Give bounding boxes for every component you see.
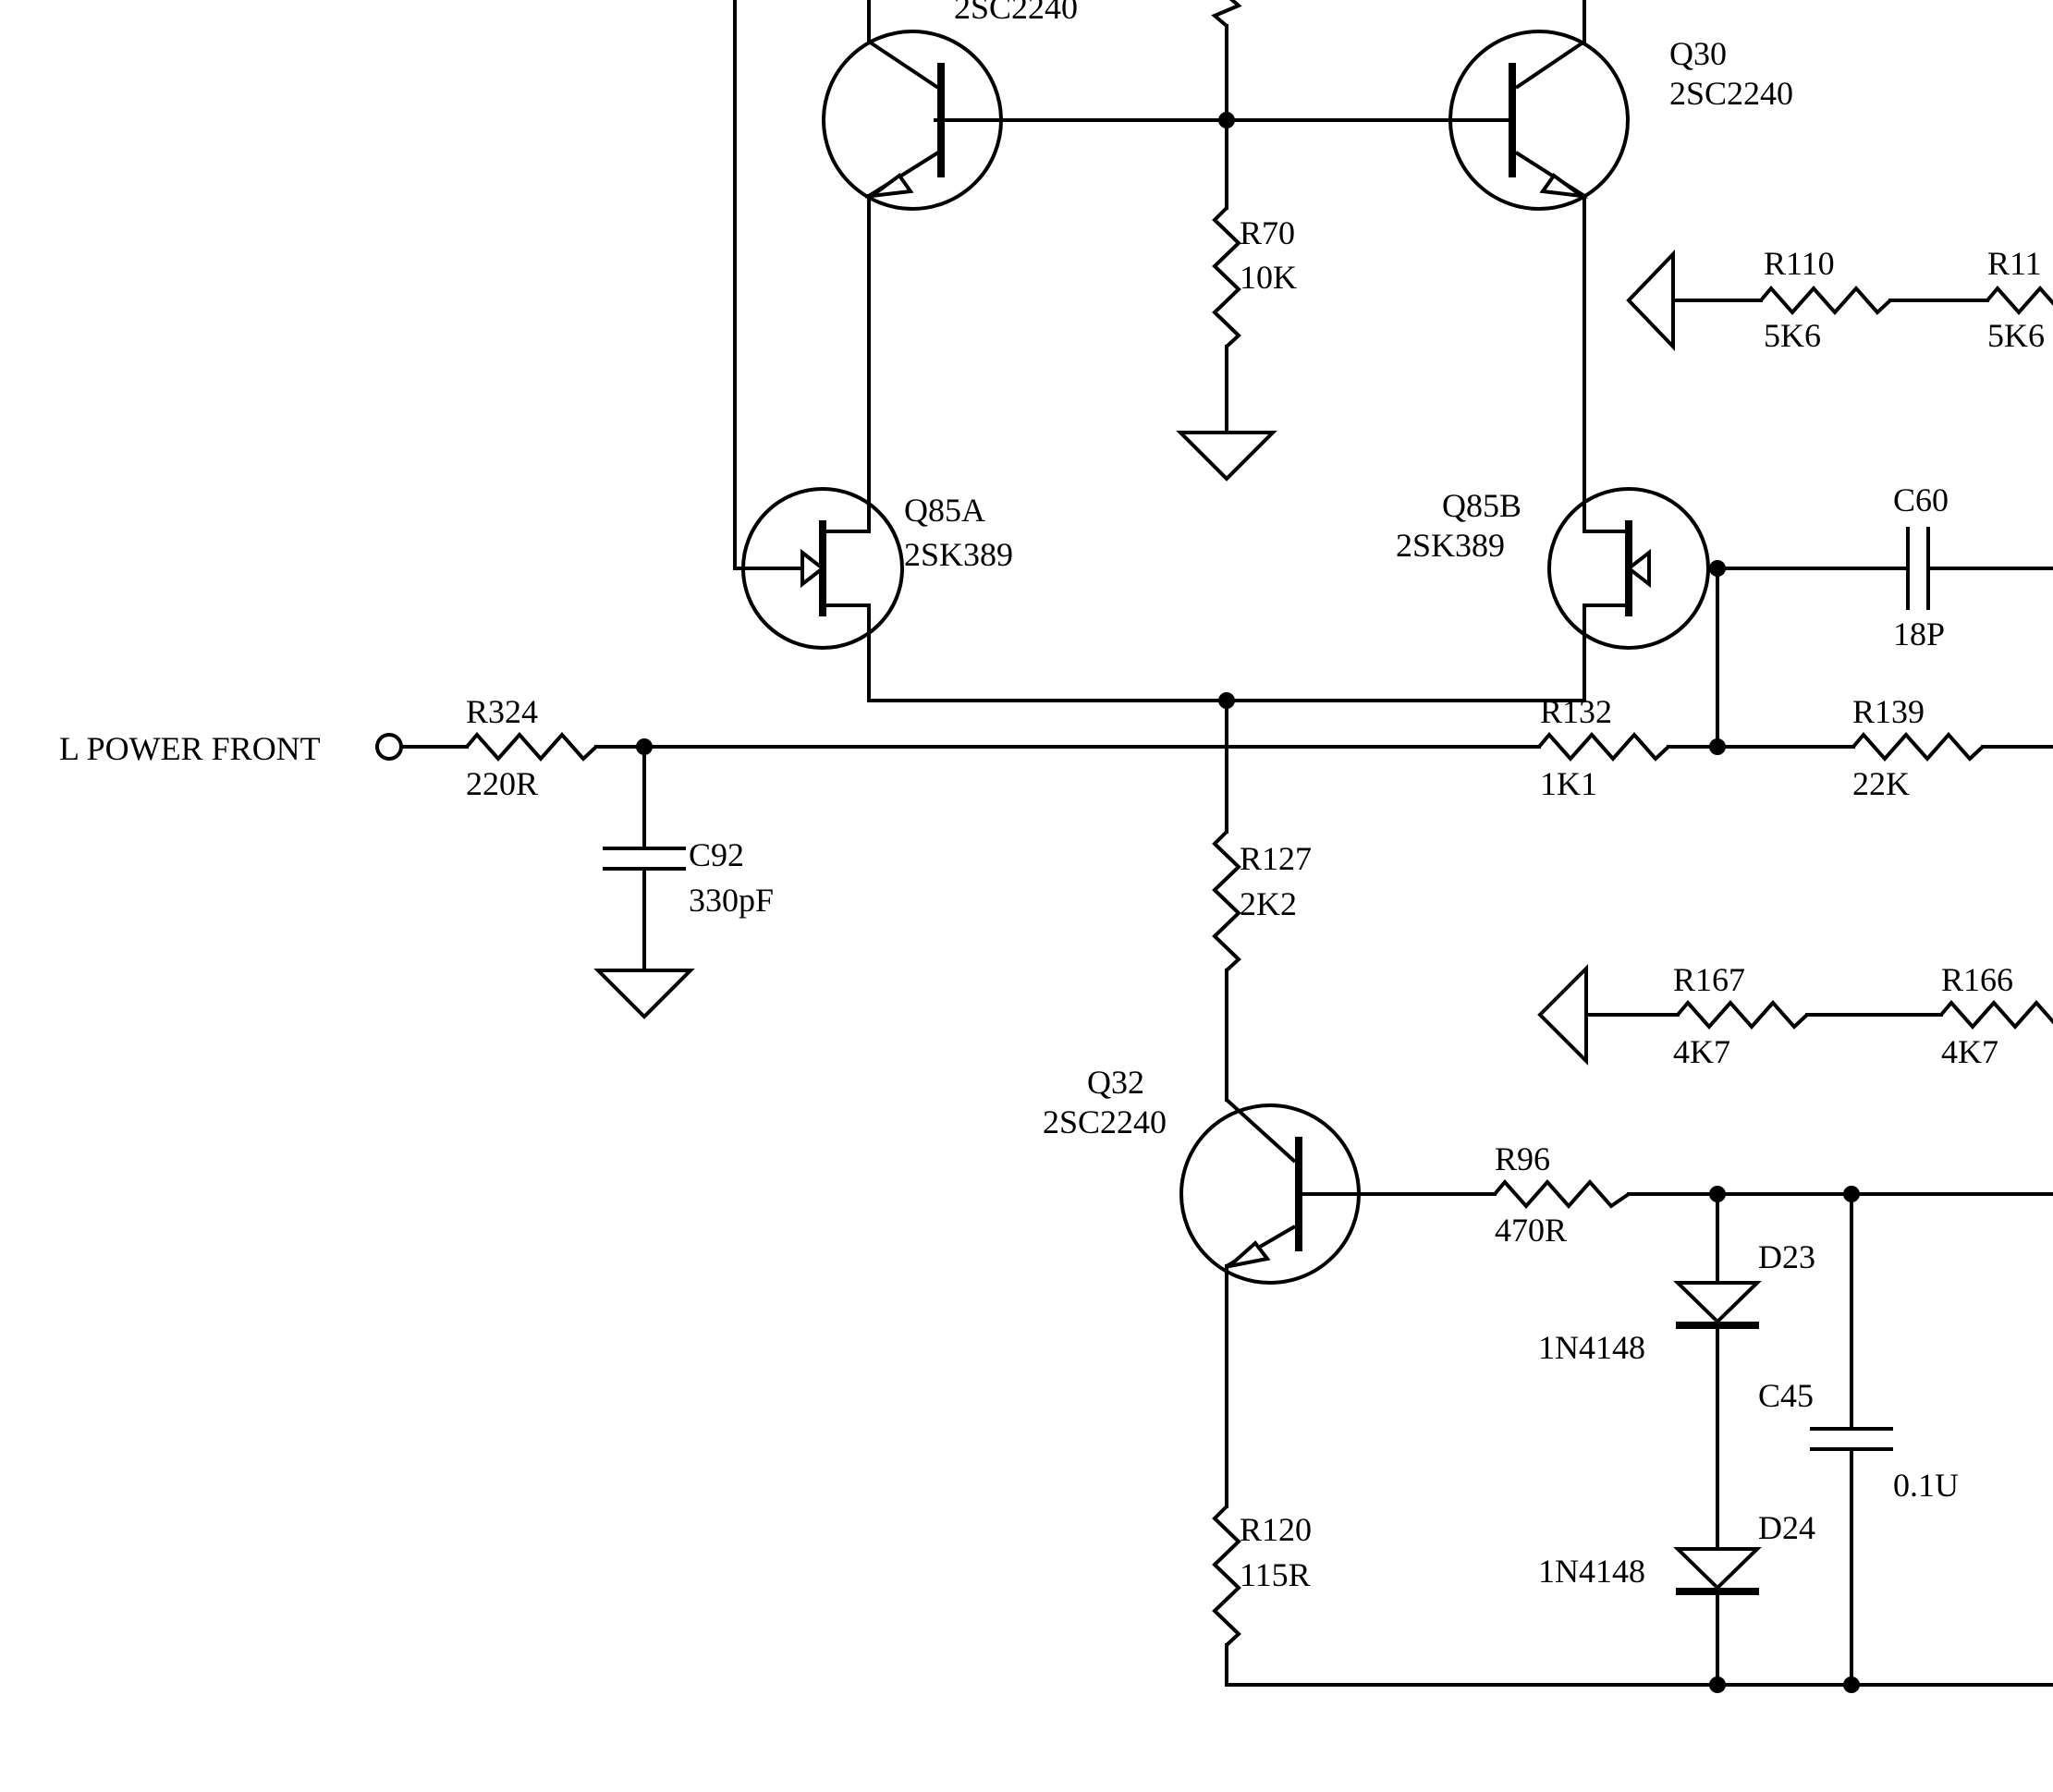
d24-ref: D24 (1758, 1509, 1815, 1546)
r139-ref: R139 (1852, 693, 1925, 730)
junction-dot-tail (1218, 692, 1235, 709)
wire-tail-left (867, 603, 1228, 702)
resistors (465, 0, 2053, 1647)
ground-symbol-r110 (1626, 250, 1675, 351)
r127-ref: R127 (1240, 840, 1312, 877)
wire-bottom-rail (1225, 1643, 2053, 1687)
q32-ref: Q32 (1087, 1064, 1144, 1101)
capacitor-c92 (603, 847, 686, 871)
r110-value: 5K6 (1764, 317, 1821, 354)
ground-symbol-c92 (593, 969, 695, 1019)
q-top-left-part: 2SC2240 (954, 0, 1078, 26)
c92-value: 330pF (689, 882, 774, 919)
q30-part: 2SC2240 (1669, 75, 1793, 112)
wire-tail-right (1225, 603, 1586, 702)
r132-ref: R132 (1540, 693, 1612, 730)
resistor-r127 (1212, 830, 1241, 972)
junction-dot-base-bias (1218, 112, 1235, 128)
d23-ref: D23 (1758, 1238, 1815, 1275)
r166-ref: R166 (1941, 961, 2013, 998)
diode-d24 (1673, 1547, 1762, 1595)
transistor-q32 (1179, 1098, 1361, 1285)
junction-dot-c45-bottom (1843, 1676, 1860, 1693)
input-label: L POWER FRONT (59, 730, 321, 767)
junction-dot-c92 (636, 738, 653, 755)
resistor-r324 (465, 731, 598, 762)
input-terminal-circle[interactable] (375, 733, 403, 761)
r132-value: 1K1 (1540, 765, 1597, 802)
r324-value: 220R (466, 765, 538, 802)
transistor-q30 (1448, 30, 1630, 211)
q85b-part: 2SK389 (1396, 527, 1505, 564)
diode-d23 (1673, 1281, 1762, 1329)
r96-ref: R96 (1495, 1140, 1550, 1177)
r70-ref: R70 (1240, 214, 1295, 251)
junction-dot-c45-top (1843, 1186, 1860, 1202)
junction-dot-q85b-gate (1709, 560, 1726, 577)
c92-ref: C92 (689, 836, 744, 873)
resistor-r139 (1851, 731, 1985, 762)
resistor-r110 (1759, 285, 1892, 316)
wires (401, 0, 2053, 1687)
resistor-r132 (1537, 731, 1670, 762)
r127-value: 2K2 (1240, 885, 1297, 922)
r139-value: 22K (1852, 765, 1910, 802)
q85a-ref: Q85A (904, 492, 985, 529)
c45-ref: C45 (1758, 1377, 1814, 1414)
r166-value: 4K7 (1941, 1033, 1998, 1070)
resistor-r120 (1212, 1505, 1241, 1647)
junctions (636, 112, 1860, 1693)
resistor-r167 (1676, 999, 1809, 1030)
capacitor-c60 (1906, 527, 1930, 610)
d23-part: 1N4148 (1538, 1329, 1645, 1366)
resistor-r166-partial (1939, 999, 2053, 1030)
ground-symbol-r70 (1176, 431, 1277, 482)
c60-value: 18P (1893, 616, 1945, 652)
r167-value: 4K7 (1673, 1033, 1730, 1070)
junction-dot-diode-top (1709, 1186, 1726, 1202)
r11-value: 5K6 (1987, 317, 2045, 354)
r11-ref: R11 (1987, 245, 2042, 282)
junction-dot-feedback (1709, 738, 1726, 755)
r167-ref: R167 (1673, 961, 1745, 998)
q85a-part: 2SK389 (904, 536, 1013, 573)
c60-ref: C60 (1893, 482, 1949, 518)
junction-dot-diode-bottom (1709, 1676, 1726, 1693)
wire-left-feed (733, 0, 806, 570)
resistor-r70 (1212, 206, 1241, 348)
grounds (593, 250, 1675, 1066)
q30-ref: Q30 (1669, 35, 1727, 72)
capacitor-c45 (1810, 1427, 1893, 1451)
labels: L POWER FRONT 2SC2240 Q30 2SC2240 R70 10… (59, 0, 2045, 1593)
d24-part: 1N4148 (1538, 1553, 1645, 1590)
q32-part: 2SC2240 (1043, 1103, 1167, 1140)
r120-ref: R120 (1240, 1511, 1312, 1548)
resistor-top-partial (1211, 0, 1242, 28)
diodes (1673, 1281, 1762, 1595)
r96-value: 470R (1495, 1212, 1567, 1249)
q85b-ref: Q85B (1442, 487, 1521, 524)
r120-value: 115R (1240, 1556, 1311, 1593)
r70-value: 10K (1240, 259, 1297, 296)
c45-value: 0.1U (1893, 1467, 1959, 1504)
resistor-r11-partial (1986, 285, 2053, 316)
r324-ref: R324 (466, 693, 538, 730)
capacitors (603, 527, 1930, 1451)
transistor-q85b (1547, 487, 1710, 650)
ground-symbol-r167 (1537, 964, 1588, 1066)
r110-ref: R110 (1764, 245, 1835, 282)
transistor-q-top-left (822, 30, 1003, 211)
resistor-r96 (1493, 1178, 1631, 1210)
transistor-q85a (741, 487, 904, 650)
